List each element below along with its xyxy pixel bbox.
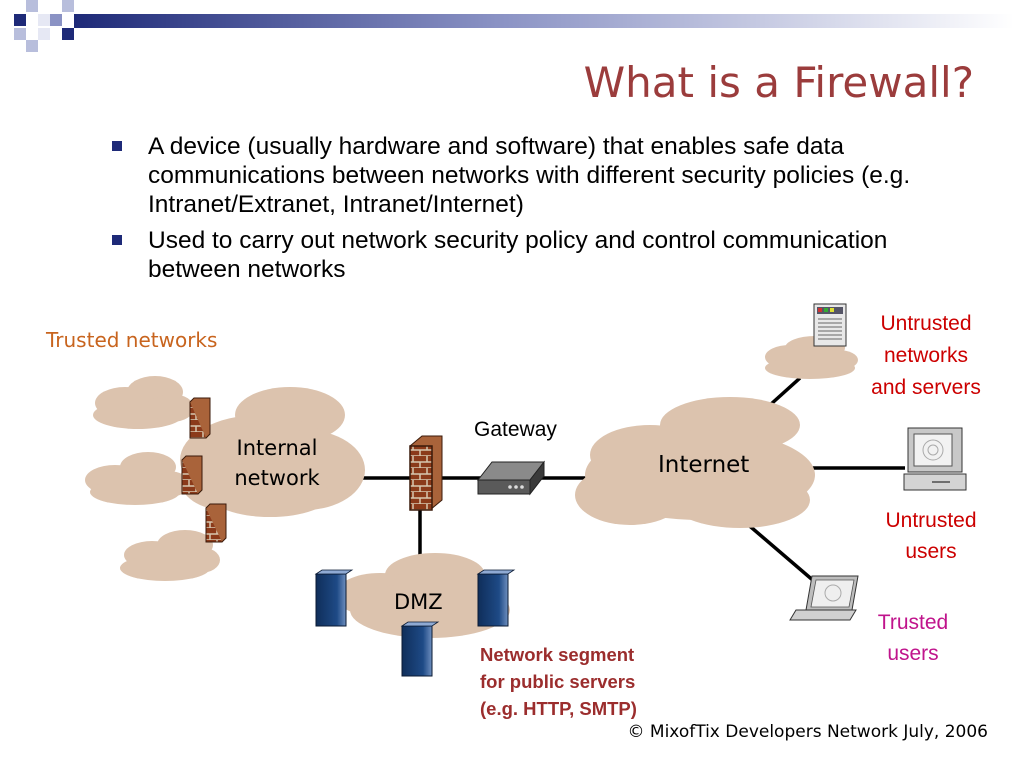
untrusted-networks-label: Untrusted networks and servers	[858, 308, 994, 404]
internal-network-label: Internal network	[222, 433, 332, 493]
bullet-text: A device (usually hardware and software)…	[148, 133, 911, 218]
gateway-router-icon	[476, 460, 546, 496]
trusted-users-label: Trusted users	[858, 607, 968, 669]
network-segment-note: Network segment for public servers (e.g.…	[480, 641, 637, 722]
bullet-text: Used to carry out network security polic…	[148, 227, 888, 283]
untrusted-users-label: Untrusted users	[866, 505, 996, 567]
desktop-computer-icon	[903, 427, 967, 491]
segment-note-line: for public servers	[480, 671, 636, 692]
server-icon	[400, 621, 440, 677]
bullet-square-icon	[112, 235, 122, 245]
slide-title: What is a Firewall?	[583, 58, 974, 107]
deco-square	[38, 28, 50, 40]
deco-square	[38, 14, 50, 26]
internet-cloud	[575, 397, 815, 528]
main-firewall-icon	[409, 435, 443, 511]
header-gradient-bar	[74, 14, 1014, 28]
bullet-list: A device (usually hardware and software)…	[112, 132, 952, 291]
gateway-label: Gateway	[474, 418, 557, 441]
untrusted-server-icon	[813, 303, 847, 347]
deco-square	[26, 0, 38, 12]
trusted-cloud-2	[85, 452, 190, 505]
untrusted-networks-line: networks	[883, 344, 969, 367]
deco-square	[14, 14, 26, 26]
deco-square	[50, 14, 62, 26]
brick-wall-icon	[181, 455, 203, 495]
untrusted-networks-cloud	[765, 336, 858, 379]
server-icon	[476, 569, 516, 627]
bullet-square-icon	[112, 141, 122, 151]
untrusted-users-line: Untrusted	[885, 509, 977, 532]
dmz-label: DMZ	[394, 590, 443, 614]
small-firewall-icons	[181, 397, 227, 543]
internal-network-line: network	[234, 466, 320, 490]
deco-square	[26, 40, 38, 52]
untrusted-networks-line: Untrusted	[880, 312, 972, 335]
internal-network-line: Internal	[236, 436, 318, 460]
server-icon	[314, 569, 354, 627]
segment-note-line: Network segment	[480, 644, 635, 665]
trusted-cloud-3	[120, 530, 220, 581]
dmz-server-icons	[314, 569, 516, 677]
deco-square	[62, 28, 74, 40]
internet-label: Internet	[658, 452, 750, 478]
brick-wall-icon	[205, 503, 227, 543]
bullet-item: Used to carry out network security polic…	[112, 226, 952, 284]
brick-wall-icon	[189, 397, 211, 439]
deco-square	[62, 0, 74, 12]
laptop-icon	[789, 575, 859, 621]
trusted-users-line: users	[887, 642, 939, 665]
deco-square	[14, 28, 26, 40]
footer-copyright: © MixofTix Developers Network July, 2006	[627, 722, 989, 742]
segment-note-line: (e.g. HTTP, SMTP)	[480, 698, 637, 719]
line-untrusted-networks	[768, 376, 802, 407]
trusted-users-line: Trusted	[877, 611, 949, 634]
untrusted-users-line: users	[905, 540, 957, 563]
bullet-item: A device (usually hardware and software)…	[112, 132, 952, 219]
line-trusted-users	[743, 520, 817, 584]
trusted-cloud-1	[93, 376, 194, 429]
trusted-networks-label: Trusted networks	[46, 328, 218, 352]
untrusted-networks-line: and servers	[871, 376, 981, 399]
header-decoration	[0, 0, 1024, 70]
